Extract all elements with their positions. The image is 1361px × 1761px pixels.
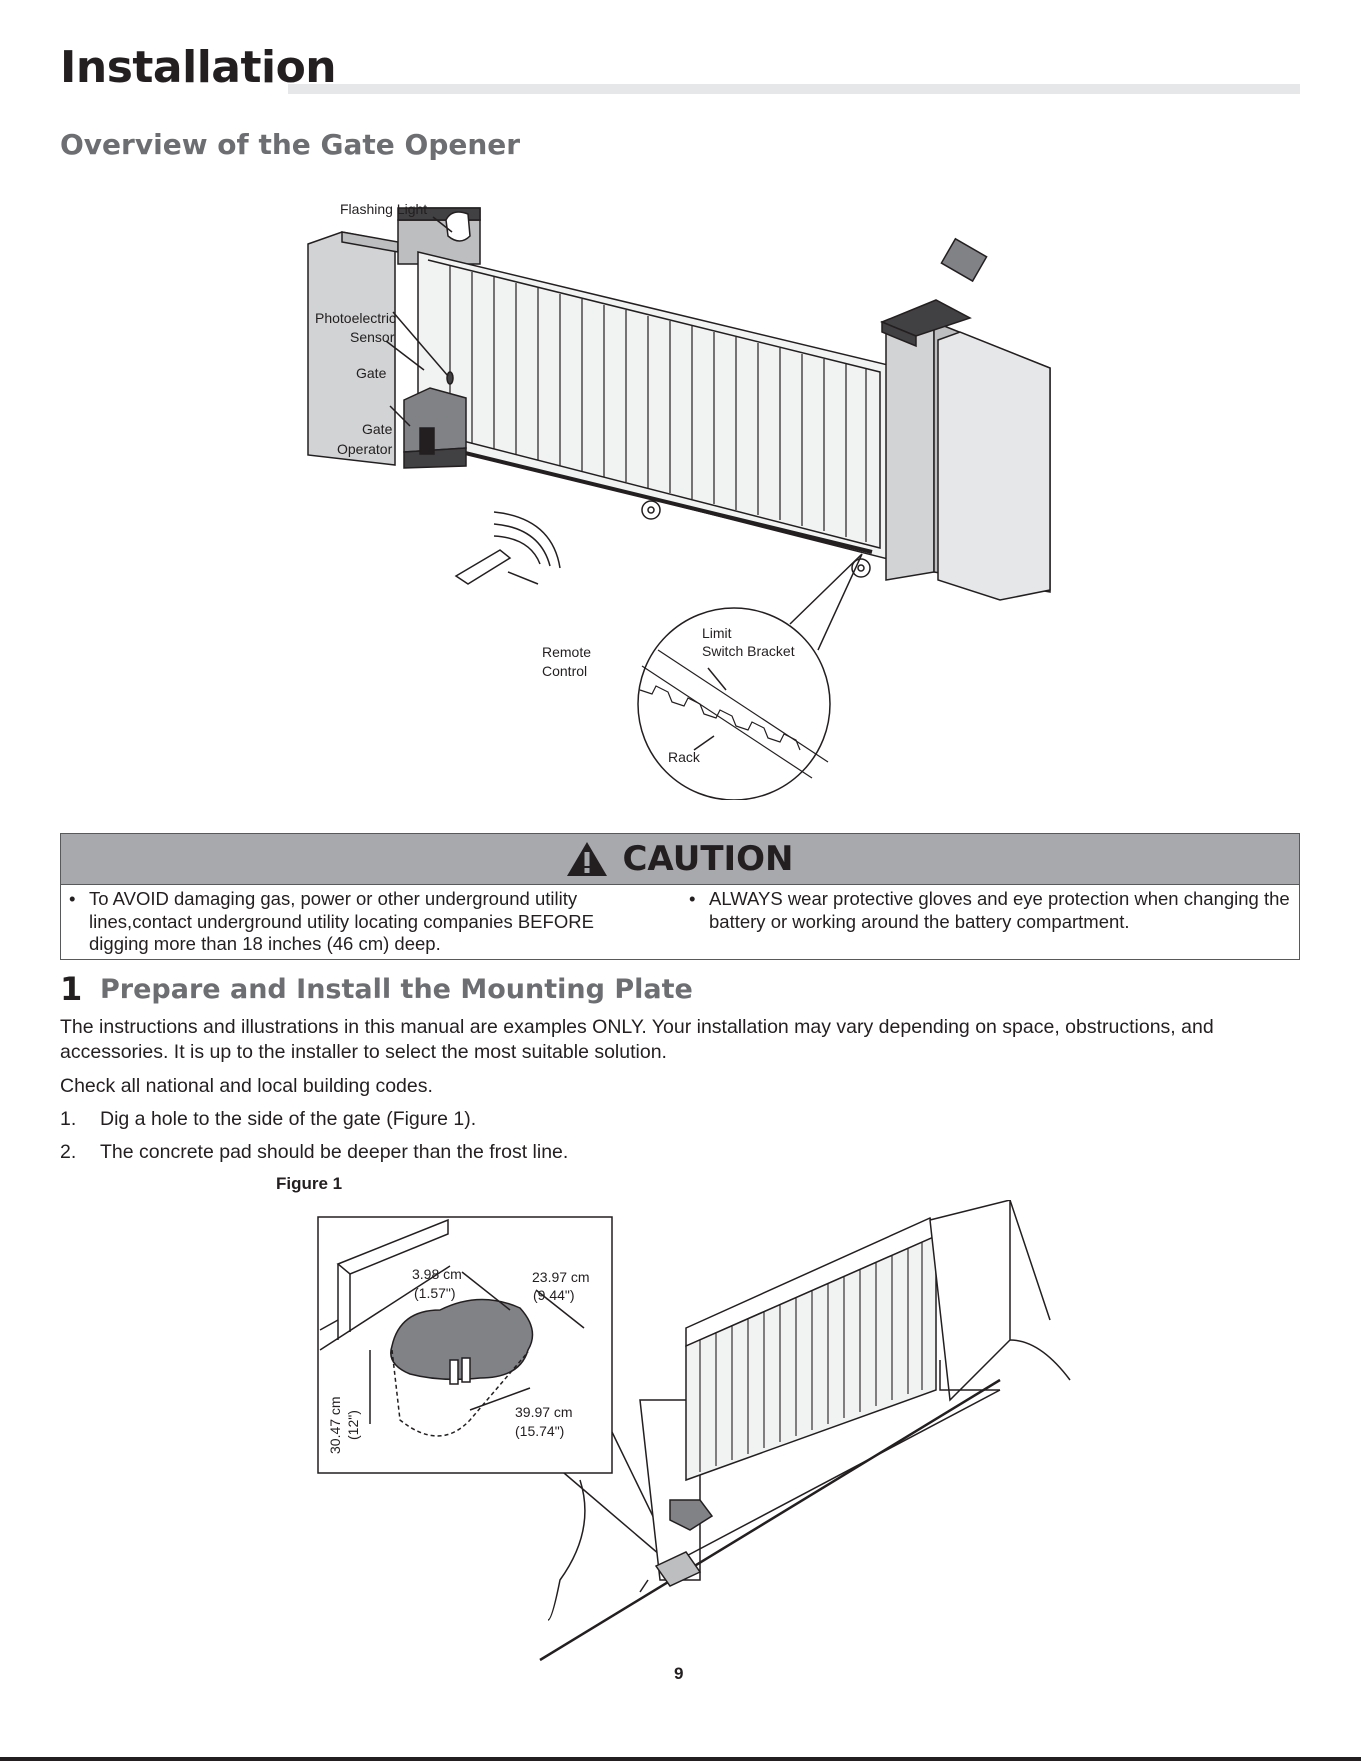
- caution-header: CAUTION: [61, 834, 1299, 885]
- figure-label: Figure 1: [276, 1174, 343, 1193]
- step-number: 1: [60, 970, 83, 1008]
- caution-item-left: • To AVOID damaging gas, power or other …: [69, 888, 594, 954]
- title-rule: [60, 84, 1300, 94]
- remote-label-1: Remote: [542, 644, 591, 660]
- remote-label-2: Control: [542, 663, 587, 679]
- page-title: Installation: [60, 42, 337, 93]
- caution-item-right: • ALWAYS wear protective gloves and eye …: [689, 888, 1290, 932]
- caution-box: CAUTION • To AVOID damaging gas, power o…: [60, 833, 1300, 960]
- step-title: Prepare and Install the Mounting Plate: [100, 974, 693, 1005]
- gate-label: Gate: [356, 365, 387, 381]
- figure1-illustration: 3.98 cm (1.57") 23.97 cm (9.44") 39.97 c…: [317, 1200, 1071, 1662]
- section-title: Overview of the Gate Opener: [60, 128, 521, 161]
- dim-d4-in: (12"): [345, 1410, 361, 1440]
- list-item-number: 1.: [60, 1108, 77, 1130]
- dim-d2-cm: 23.97 cm: [532, 1269, 590, 1285]
- limit-label-2: Switch Bracket: [702, 643, 795, 659]
- codes-paragraph: Check all national and local building co…: [60, 1075, 433, 1097]
- dim-d3-cm: 39.97 cm: [515, 1404, 573, 1420]
- list-item-text: The concrete pad should be deeper than t…: [100, 1141, 569, 1163]
- limit-label-1: Limit: [702, 625, 732, 641]
- dim-d1-in: (1.57"): [414, 1285, 456, 1301]
- flashing-light-label: Flashing Light: [340, 201, 427, 217]
- gate-operator-label-1: Gate: [362, 421, 393, 437]
- photo-sensor-label-1: Photoelectric: [315, 310, 396, 326]
- list-item-number: 2.: [60, 1141, 77, 1163]
- intro-paragraph: The instructions and illustrations in th…: [60, 1016, 1214, 1063]
- bottom-rule: [0, 1757, 1361, 1761]
- gate-overview-illustration: Flashing Light Photoelectric Sensor Gate…: [307, 201, 1051, 800]
- warning-icon: [567, 842, 608, 876]
- rack-label: Rack: [668, 749, 701, 765]
- photo-sensor-label-2: Sensor: [350, 329, 395, 345]
- gate-operator-label-2: Operator: [337, 441, 393, 457]
- dim-d2-in: (9.44"): [533, 1287, 575, 1303]
- dim-d1-cm: 3.98 cm: [412, 1266, 462, 1282]
- dim-d3-in: (15.74"): [515, 1423, 564, 1439]
- dim-d4-cm: 30.47 cm: [327, 1396, 343, 1454]
- list-item-text: Dig a hole to the side of the gate (Figu…: [100, 1108, 477, 1130]
- page-number: 9: [674, 1664, 684, 1683]
- caution-title: CAUTION: [622, 839, 794, 879]
